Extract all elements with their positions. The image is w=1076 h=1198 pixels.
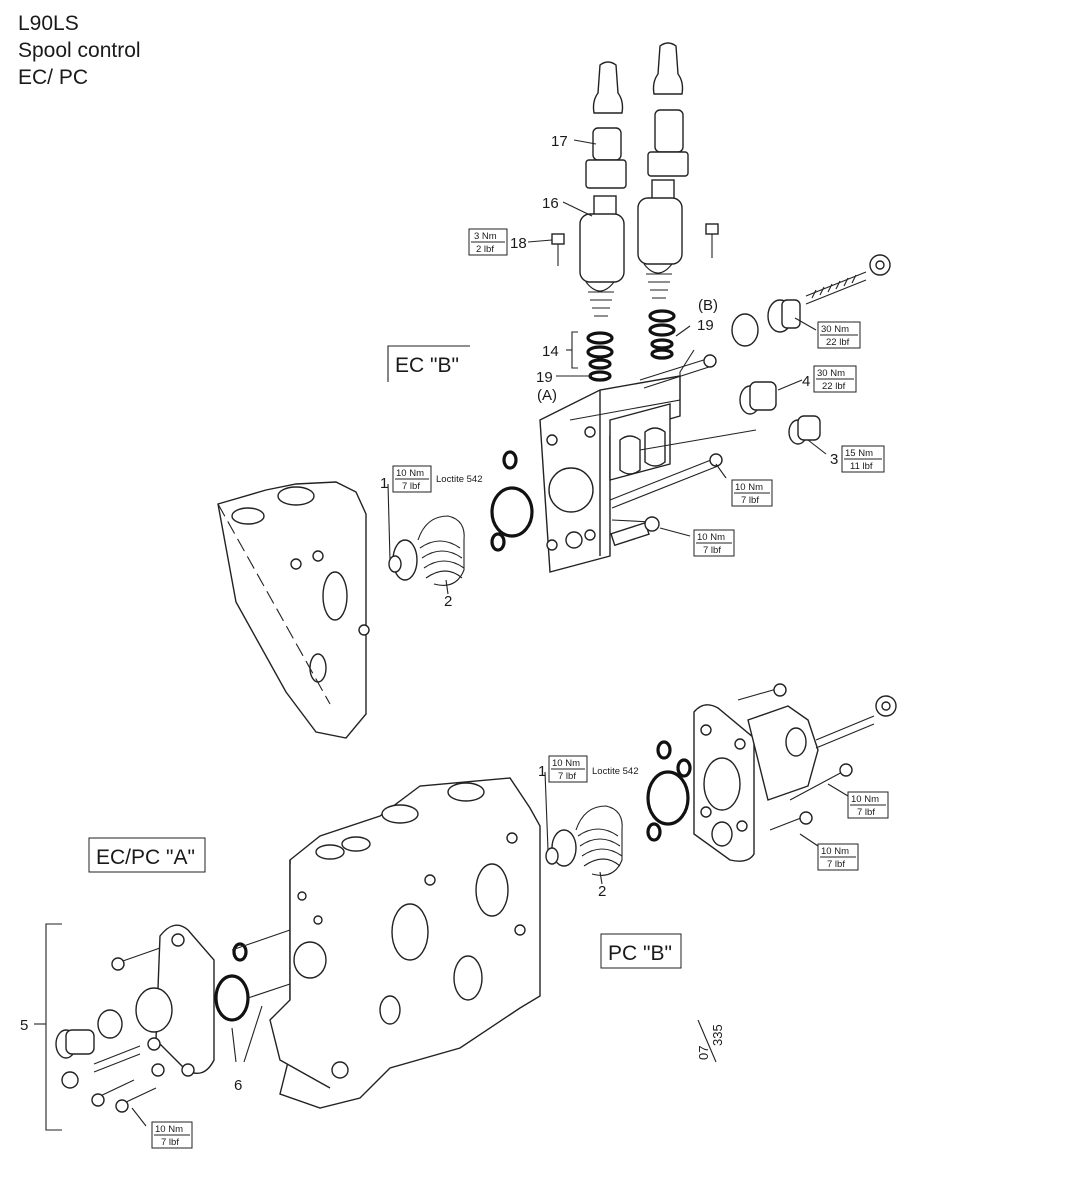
cover-housing-a xyxy=(135,924,250,1077)
svg-text:22 lbf: 22 lbf xyxy=(822,381,846,392)
svg-text:7 lbf: 7 lbf xyxy=(558,771,576,782)
callout-17: 17 xyxy=(551,133,568,150)
solenoid-plug-right xyxy=(647,42,689,177)
cover-housing-top xyxy=(539,375,681,573)
screw-18-left xyxy=(551,233,565,266)
adjuster-top xyxy=(731,254,891,347)
svg-text:10 Nm: 10 Nm xyxy=(735,482,763,493)
svg-text:10 Nm: 10 Nm xyxy=(552,758,580,769)
svg-text:10 Nm: 10 Nm xyxy=(851,794,879,805)
model-title: L90LS xyxy=(18,12,79,35)
callout-18: 18 xyxy=(510,235,527,252)
callout-19-left: 19 xyxy=(536,369,553,386)
loctite-top: Loctite 542 xyxy=(436,474,482,485)
plug-4 xyxy=(739,381,777,415)
callout-5: 5 xyxy=(20,1017,28,1034)
screw-18-right xyxy=(705,223,719,258)
figure-reference: 07 335 xyxy=(696,1019,725,1063)
figure-ref-bottom: 335 xyxy=(710,1024,725,1046)
spring-spool-top xyxy=(388,515,465,586)
figure-ref-top: 07 xyxy=(696,1046,711,1060)
callout-1-bottom: 1 xyxy=(538,763,546,780)
plug-3 xyxy=(788,415,821,445)
callout-6: 6 xyxy=(234,1077,242,1094)
cover-housing-pc-b xyxy=(693,704,819,862)
torque-pc-2: 10 Nm 7 lbf xyxy=(817,843,859,871)
torque-1-top: 10 Nm 7 lbf xyxy=(392,465,432,493)
solenoid-plug-left xyxy=(585,61,627,189)
fasteners-a xyxy=(55,947,165,1113)
callout-2-top: 2 xyxy=(444,593,452,610)
torque-1-bottom: 10 Nm 7 lbf xyxy=(548,755,588,783)
port-b-label: (B) xyxy=(698,297,718,314)
svg-text:7 lbf: 7 lbf xyxy=(741,495,759,506)
callout-16: 16 xyxy=(542,195,559,212)
svg-text:30 Nm: 30 Nm xyxy=(821,324,849,335)
torque-bolt-mid: 10 Nm 7 lbf xyxy=(731,479,773,507)
section-ec-b: EC "B" xyxy=(387,345,470,382)
svg-text:7 lbf: 7 lbf xyxy=(827,859,845,870)
section-pc-b: PC "B" xyxy=(600,933,682,969)
bolts-pc-b xyxy=(737,683,897,831)
orings-pc-b xyxy=(646,740,692,842)
bolts-top xyxy=(609,354,723,547)
section-label-ec-b: EC "B" xyxy=(395,354,459,377)
callout-2-bottom: 2 xyxy=(598,883,606,900)
svg-text:7 lbf: 7 lbf xyxy=(402,481,420,492)
svg-text:7 lbf: 7 lbf xyxy=(857,807,875,818)
svg-text:2 lbf: 2 lbf xyxy=(476,244,494,255)
svg-text:10 Nm: 10 Nm xyxy=(821,846,849,857)
svg-text:11 lbf: 11 lbf xyxy=(850,461,873,472)
seal-rings-left xyxy=(586,331,614,382)
torque-4: 30 Nm 22 lbf xyxy=(813,365,857,393)
torque-pc-1: 10 Nm 7 lbf xyxy=(847,791,889,819)
seal-rings-right xyxy=(648,309,676,360)
svg-text:10 Nm: 10 Nm xyxy=(697,532,725,543)
variant-title: EC/ PC xyxy=(18,66,89,89)
svg-text:10 Nm: 10 Nm xyxy=(396,468,424,479)
callout-19-right: 19 xyxy=(697,317,714,334)
solenoid-coil-right xyxy=(637,179,683,299)
svg-text:7 lbf: 7 lbf xyxy=(161,1137,179,1148)
svg-text:15 Nm: 15 Nm xyxy=(845,448,873,459)
svg-text:10 Nm: 10 Nm xyxy=(155,1124,183,1135)
svg-text:22 lbf: 22 lbf xyxy=(826,337,850,348)
torque-5: 10 Nm 7 lbf xyxy=(151,1121,193,1149)
svg-text:3 Nm: 3 Nm xyxy=(474,231,497,242)
callout-3: 3 xyxy=(830,451,838,468)
torque-3: 15 Nm 11 lbf xyxy=(841,445,885,473)
svg-text:7 lbf: 7 lbf xyxy=(703,545,721,556)
title-block: L90LS Spool control EC/ PC xyxy=(18,10,141,91)
callout-1-top: 1 xyxy=(380,475,388,492)
svg-text:30 Nm: 30 Nm xyxy=(817,368,845,379)
orings-top xyxy=(490,450,534,552)
port-a-label: (A) xyxy=(537,387,557,404)
torque-bolt-low: 10 Nm 7 lbf xyxy=(693,529,735,557)
solenoid-coil-left xyxy=(579,195,625,317)
valve-block-partial xyxy=(217,481,370,739)
subject-title: Spool control xyxy=(18,39,141,62)
spring-spool-bottom xyxy=(545,805,623,876)
valve-block-main xyxy=(269,777,541,1109)
section-label-ecpc-a: EC/PC "A" xyxy=(96,846,195,869)
leaders-bottom xyxy=(34,771,849,1131)
leaders-top xyxy=(387,139,827,595)
section-ecpc-a: EC/PC "A" xyxy=(88,837,206,873)
loctite-bottom: Loctite 542 xyxy=(592,766,638,777)
section-label-pc-b: PC "B" xyxy=(608,942,672,965)
callout-14: 14 xyxy=(542,343,559,360)
torque-plug-top: 30 Nm 22 lbf xyxy=(817,321,861,349)
callout-4: 4 xyxy=(802,373,810,390)
torque-18: 3 Nm 2 lbf xyxy=(468,228,508,256)
